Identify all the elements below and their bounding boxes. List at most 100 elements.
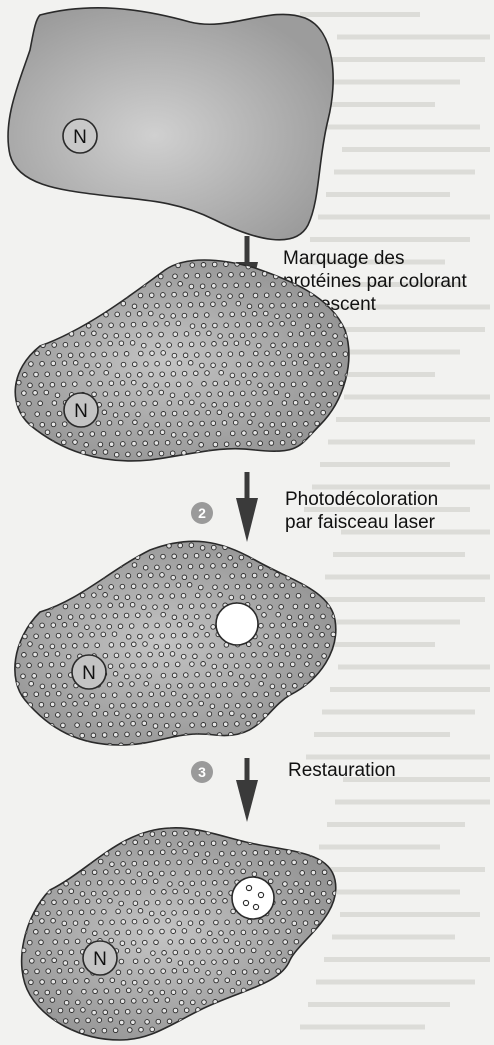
protein-dot xyxy=(164,662,169,667)
protein-dot xyxy=(109,323,114,328)
protein-dot xyxy=(190,662,195,667)
protein-dot xyxy=(114,732,119,737)
protein-dot xyxy=(200,841,205,846)
protein-dot xyxy=(44,594,49,599)
protein-dot xyxy=(207,593,212,598)
protein-dot xyxy=(253,851,258,856)
protein-dot xyxy=(231,970,236,975)
protein-dot xyxy=(315,741,320,746)
protein-dot xyxy=(224,938,229,943)
protein-dot xyxy=(325,643,330,648)
protein-dot xyxy=(269,702,274,707)
protein-dot xyxy=(126,452,131,457)
protein-dot xyxy=(61,644,66,649)
nucleus-2: N xyxy=(64,393,98,427)
protein-dot xyxy=(28,441,33,446)
protein-dot xyxy=(190,1018,195,1023)
protein-dot xyxy=(66,654,71,659)
protein-dot xyxy=(270,684,275,689)
protein-dot xyxy=(310,892,315,897)
protein-dot xyxy=(142,879,147,884)
protein-dot xyxy=(276,969,281,974)
protein-dot xyxy=(90,432,95,437)
protein-dot xyxy=(247,919,252,924)
protein-dot xyxy=(119,901,124,906)
protein-dot xyxy=(182,633,187,638)
protein-dot xyxy=(245,682,250,687)
protein-dot xyxy=(33,652,38,657)
protein-dot xyxy=(15,602,20,607)
protein-dot xyxy=(74,543,79,548)
protein-dot xyxy=(294,881,299,886)
protein-dot xyxy=(247,563,252,568)
protein-dot xyxy=(178,342,183,347)
protein-dot xyxy=(87,382,92,387)
protein-dot xyxy=(120,880,125,885)
protein-dot xyxy=(286,314,291,319)
protein-dot xyxy=(264,850,269,855)
protein-dot xyxy=(269,383,274,388)
protein-dot xyxy=(274,332,279,337)
protein-dot xyxy=(24,832,29,837)
protein-dot xyxy=(195,892,200,897)
protein-dot xyxy=(265,412,270,417)
protein-dot xyxy=(39,861,44,866)
protein-dot xyxy=(131,880,136,885)
protein-dot xyxy=(97,899,102,904)
protein-dot xyxy=(126,312,131,317)
protein-dot xyxy=(240,1009,245,1014)
protein-dot xyxy=(172,554,177,559)
protein-dot xyxy=(206,553,211,558)
protein-dot xyxy=(102,733,107,738)
protein-dot xyxy=(258,998,263,1003)
protein-dot xyxy=(17,441,22,446)
protein-dot xyxy=(314,701,319,706)
protein-dot xyxy=(327,722,332,727)
protein-dot xyxy=(114,391,119,396)
protein-dot xyxy=(311,450,316,455)
protein-dot xyxy=(155,980,160,985)
protein-dot xyxy=(228,556,233,561)
protein-dot xyxy=(69,950,74,955)
protein-dot xyxy=(112,693,117,698)
protein-dot xyxy=(182,929,187,934)
protein-dot xyxy=(51,979,56,984)
protein-dot xyxy=(276,911,281,916)
protein-dot xyxy=(256,282,261,287)
protein-dot xyxy=(178,543,183,548)
protein-dot xyxy=(229,1010,234,1015)
protein-dot xyxy=(196,392,201,397)
protein-dot xyxy=(38,401,43,406)
protein-dot xyxy=(190,939,195,944)
protein-dot xyxy=(15,743,20,748)
protein-dot xyxy=(91,614,96,619)
protein-dot xyxy=(299,1008,304,1013)
protein-dot xyxy=(79,694,84,699)
protein-dot xyxy=(103,450,108,455)
protein-dot xyxy=(281,979,286,984)
protein-dot xyxy=(247,861,252,866)
protein-dot xyxy=(142,264,147,269)
nucleus-label: N xyxy=(73,127,87,148)
protein-dot xyxy=(16,322,21,327)
protein-dot xyxy=(189,342,194,347)
protein-dot xyxy=(79,633,84,638)
protein-dot xyxy=(165,440,170,445)
protein-dot xyxy=(95,643,100,648)
protein-dot xyxy=(213,585,218,590)
protein-dot xyxy=(270,919,275,924)
protein-dot xyxy=(303,702,308,707)
protein-dot xyxy=(281,303,286,308)
bleached-spot xyxy=(216,603,258,645)
protein-dot xyxy=(108,664,113,669)
protein-dot xyxy=(310,672,315,677)
protein-dot xyxy=(228,413,233,418)
protein-dot xyxy=(125,272,130,277)
protein-dot xyxy=(161,554,166,559)
protein-dot xyxy=(126,635,131,640)
protein-dot xyxy=(188,979,193,984)
protein-dot xyxy=(143,998,148,1003)
protein-dot xyxy=(90,910,95,915)
protein-dot xyxy=(114,272,119,277)
protein-dot xyxy=(258,861,263,866)
